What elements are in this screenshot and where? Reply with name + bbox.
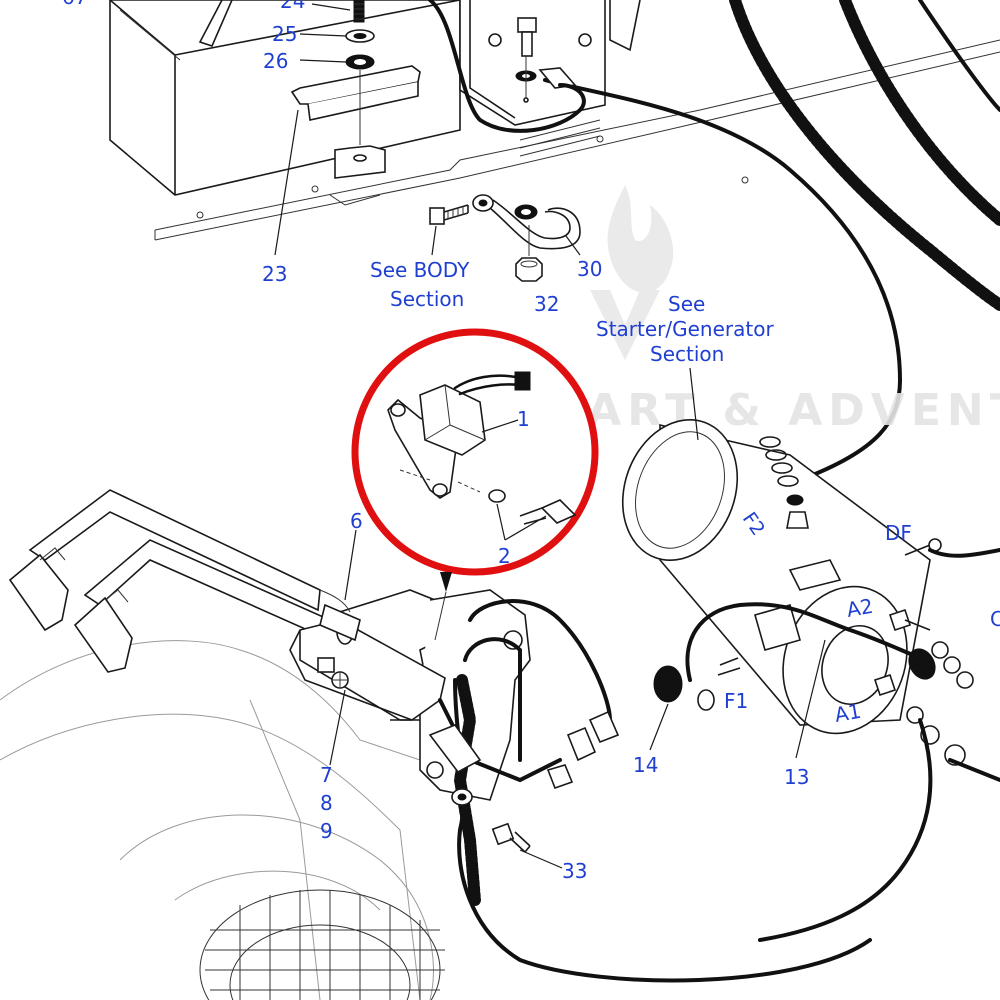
callout-8: 8 xyxy=(320,791,333,815)
bracket-bolt xyxy=(515,17,537,103)
engine-housing xyxy=(0,640,434,1000)
terminal-f2-stack xyxy=(759,436,809,529)
callout-23: 23 xyxy=(262,262,287,286)
callout-25: 25 xyxy=(272,22,297,46)
see-body-note: See BODY Section xyxy=(370,258,470,311)
bolt-see-body xyxy=(429,204,469,225)
callout-14: 14 xyxy=(633,753,658,777)
bolt-33 xyxy=(491,822,531,853)
highlight-ring xyxy=(351,328,599,576)
fan-grille xyxy=(199,889,445,1000)
see-body-line1: See BODY xyxy=(370,258,470,282)
ring-terminal-33 xyxy=(451,788,473,806)
callout-6: 6 xyxy=(350,509,363,533)
detail-callout-circle xyxy=(351,328,599,641)
ignition-coil xyxy=(289,603,446,721)
terminal-label-df: DF xyxy=(885,521,912,545)
see-starter-note: See Starter/Generator Section xyxy=(596,292,774,366)
ground-strap-30 xyxy=(472,194,581,250)
callout-7: 7 xyxy=(320,763,333,787)
terminal-df xyxy=(904,538,942,556)
terminal-labels: F2 DF A2 A1 F1 C xyxy=(724,508,1000,727)
callout-9: 9 xyxy=(320,819,333,843)
callout-24: 24 xyxy=(280,0,305,13)
see-starter-line2: Starter/Generator xyxy=(596,317,774,341)
terminal-label-a1: A1 xyxy=(833,699,863,727)
callout-1: 1 xyxy=(517,407,530,431)
see-starter-line1: See xyxy=(668,292,705,316)
terminal-label-c: C xyxy=(990,607,1000,631)
see-starter-line3: Section xyxy=(650,342,724,366)
washer-25 xyxy=(345,29,375,43)
callout-32: 32 xyxy=(534,292,559,316)
terminal-label-f1: F1 xyxy=(724,689,748,713)
callout-2: 2 xyxy=(498,544,511,568)
see-body-line2: Section xyxy=(390,287,464,311)
callout-30: 30 xyxy=(577,257,602,281)
callout-67: 67 xyxy=(62,0,87,9)
hold-down-bracket xyxy=(290,65,421,179)
terminal-a2 xyxy=(888,608,974,689)
chassis-frame xyxy=(154,39,1000,241)
terminal-f1 xyxy=(697,657,741,711)
bolt-24 xyxy=(353,0,365,23)
starter-generator xyxy=(621,418,974,766)
leader-lines xyxy=(274,3,826,869)
callout-labels: 67 24 25 26 23 30 32 1 2 6 7 8 9 33 14 1… xyxy=(62,0,809,883)
upper-bracket xyxy=(459,0,641,126)
washer-26 xyxy=(345,54,375,70)
callout-13: 13 xyxy=(784,765,809,789)
callout-26: 26 xyxy=(263,49,288,73)
terminal-label-a2: A2 xyxy=(845,594,875,622)
nut-32 xyxy=(515,257,543,282)
callout-33: 33 xyxy=(562,859,587,883)
wire-harness xyxy=(428,599,872,983)
